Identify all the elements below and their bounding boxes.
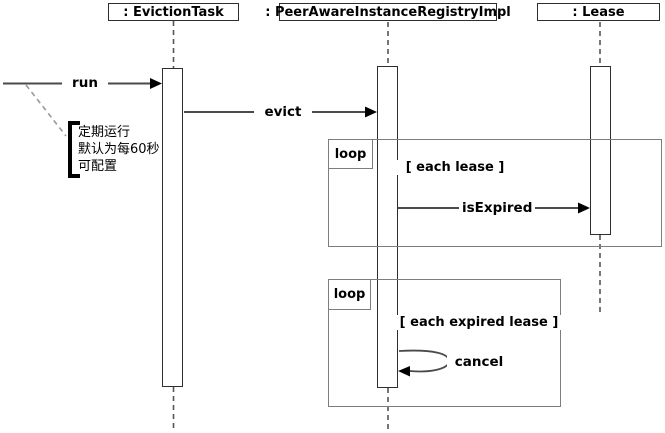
loop-operator-label-1: loop — [328, 139, 373, 169]
loop-operator-text: loop — [334, 146, 367, 162]
activation-bar-evictiontask — [162, 68, 183, 387]
note-line: 定期运行 — [78, 125, 131, 140]
loop-guard-each-lease: [ each lease ] — [392, 160, 518, 175]
run-message-label: run — [62, 75, 108, 91]
note-line: 默认为每60秒 — [78, 142, 160, 157]
loop-guard-each-expired-lease: [ each expired lease ] — [397, 315, 561, 330]
isexpired-arrowhead-icon — [578, 202, 590, 214]
loop-frame-each-lease — [328, 139, 662, 247]
loop-operator-text: loop — [333, 287, 366, 302]
note-pointer-line — [25, 84, 67, 137]
note-text: 定期运行 默认为每60秒 可配置 — [78, 124, 160, 175]
participant-label: : Lease — [572, 4, 625, 20]
participant-label: : PeerAwareInstanceRegistryImpl — [265, 4, 511, 20]
cancel-message-label: cancel — [447, 354, 511, 370]
evict-arrowhead-icon — [365, 106, 377, 118]
note-bracket-icon — [68, 121, 80, 178]
note-line: 可配置 — [78, 159, 118, 174]
activation-bar-registry — [377, 66, 398, 388]
participant-label: : EvictionTask — [123, 4, 224, 20]
loop-operator-label-2: loop — [328, 279, 371, 310]
isexpired-message-label: isExpired — [459, 200, 535, 216]
participant-registry: : PeerAwareInstanceRegistryImpl — [265, 3, 511, 21]
participant-lease: : Lease — [537, 3, 660, 21]
loop-frame-each-expired-lease — [328, 279, 561, 407]
cancel-arrowhead-icon — [398, 366, 410, 377]
evict-message-label: evict — [254, 104, 312, 120]
participant-evictiontask: : EvictionTask — [108, 3, 239, 21]
activation-bar-lease — [590, 66, 611, 235]
run-arrowhead-icon — [150, 78, 162, 89]
